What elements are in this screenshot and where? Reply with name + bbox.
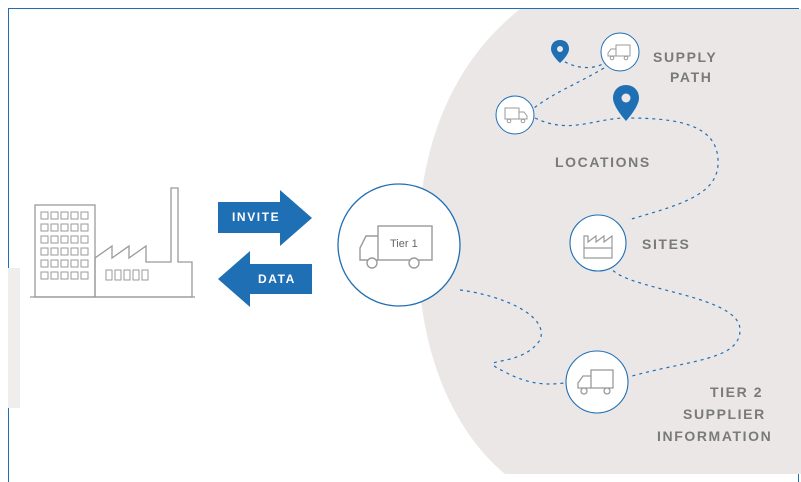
tier2-label-line1: TIER 2	[710, 384, 763, 400]
truck-icon	[607, 44, 631, 61]
truck-node-top	[600, 32, 640, 72]
supply-path-label-line1: SUPPLY	[653, 49, 717, 65]
factory-icon	[30, 187, 195, 298]
factory-site-icon	[583, 234, 613, 259]
truck-icon	[577, 369, 614, 395]
invite-label: INVITE	[232, 210, 280, 224]
tier2-label-line2: SUPPLIER	[683, 406, 766, 422]
sites-label: SITES	[642, 236, 690, 252]
truck-icon	[504, 107, 528, 124]
tier1-node: Tier 1	[337, 183, 461, 307]
left-edge-bar	[8, 268, 20, 408]
locations-label: LOCATIONS	[555, 154, 651, 170]
truck-node-left	[495, 95, 535, 135]
invite-arrow	[218, 190, 312, 246]
location-pin-hole	[621, 93, 631, 103]
sites-node	[569, 214, 627, 272]
supply-path-label-line2: PATH	[670, 69, 712, 85]
tier2-label-line3: INFORMATION	[657, 428, 772, 444]
supply-path-route	[459, 57, 741, 385]
data-label: DATA	[258, 272, 296, 286]
location-pin-hole	[557, 46, 563, 52]
tier2-node	[565, 350, 629, 414]
location-pin-icon	[613, 85, 639, 121]
data-arrow	[218, 251, 312, 307]
labels: SUPPLY PATH LOCATIONS SITES TIER 2 SUPPL…	[555, 49, 772, 444]
truck-icon	[359, 225, 433, 269]
tier1-label: Tier 1	[390, 238, 418, 250]
